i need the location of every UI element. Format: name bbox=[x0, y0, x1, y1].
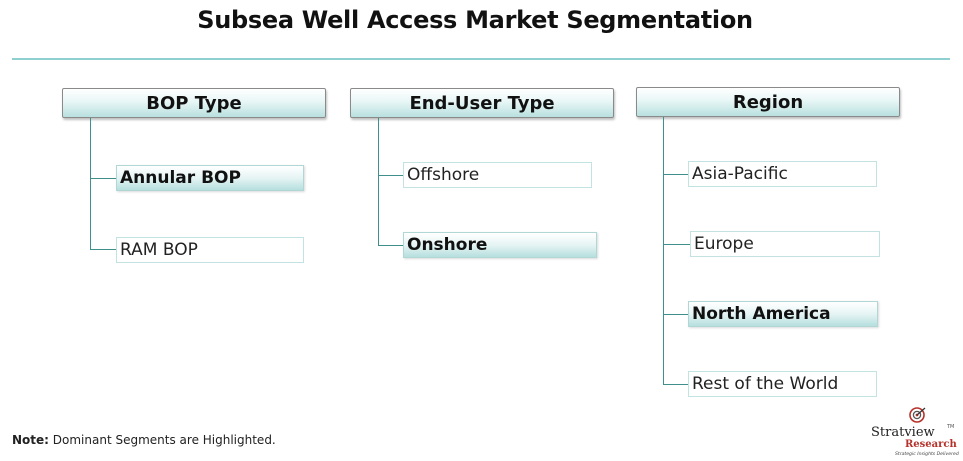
segment-annular-bop: Annular BOP bbox=[116, 165, 304, 191]
segment-europe: Europe bbox=[690, 231, 880, 257]
branch-north-america bbox=[663, 314, 688, 315]
connector-end-user-type bbox=[378, 118, 379, 245]
branch-asia-pacific bbox=[663, 174, 688, 175]
logo-name: Stratview bbox=[871, 425, 935, 440]
segment-asia-pacific: Asia-Pacific bbox=[688, 161, 877, 187]
title-divider bbox=[12, 58, 950, 60]
branch-ram-bop bbox=[90, 249, 116, 250]
footnote-text: Dominant Segments are Highlighted. bbox=[48, 433, 276, 447]
footnote-label: Note: bbox=[12, 433, 49, 447]
header-region: Region bbox=[636, 87, 900, 117]
header-bop-type: BOP Type bbox=[62, 88, 326, 118]
segment-ram-bop: RAM BOP bbox=[116, 237, 304, 263]
segment-rest-of-the-world: Rest of the World bbox=[688, 371, 877, 397]
page-title: Subsea Well Access Market Segmentation bbox=[197, 6, 753, 34]
segment-offshore: Offshore bbox=[403, 162, 592, 188]
stratview-logo: Stratview TM Research Strategic Insights… bbox=[871, 407, 959, 457]
branch-annular-bop bbox=[90, 178, 116, 179]
header-end-user-type: End-User Type bbox=[350, 88, 614, 118]
branch-rest-of-the-world bbox=[663, 384, 688, 385]
branch-offshore bbox=[378, 175, 403, 176]
branch-onshore bbox=[378, 245, 403, 246]
segment-north-america: North America bbox=[688, 301, 878, 327]
logo-sub: Research bbox=[905, 439, 958, 450]
connector-region bbox=[663, 117, 664, 385]
connector-bop-type bbox=[90, 118, 91, 250]
footnote: Note: Dominant Segments are Highlighted. bbox=[12, 433, 276, 447]
logo-tagline: Strategic Insights Delivered bbox=[895, 451, 959, 457]
branch-europe bbox=[663, 244, 690, 245]
logo-trademark: TM bbox=[946, 424, 954, 430]
segment-onshore: Onshore bbox=[403, 232, 597, 258]
target-icon bbox=[909, 407, 926, 423]
